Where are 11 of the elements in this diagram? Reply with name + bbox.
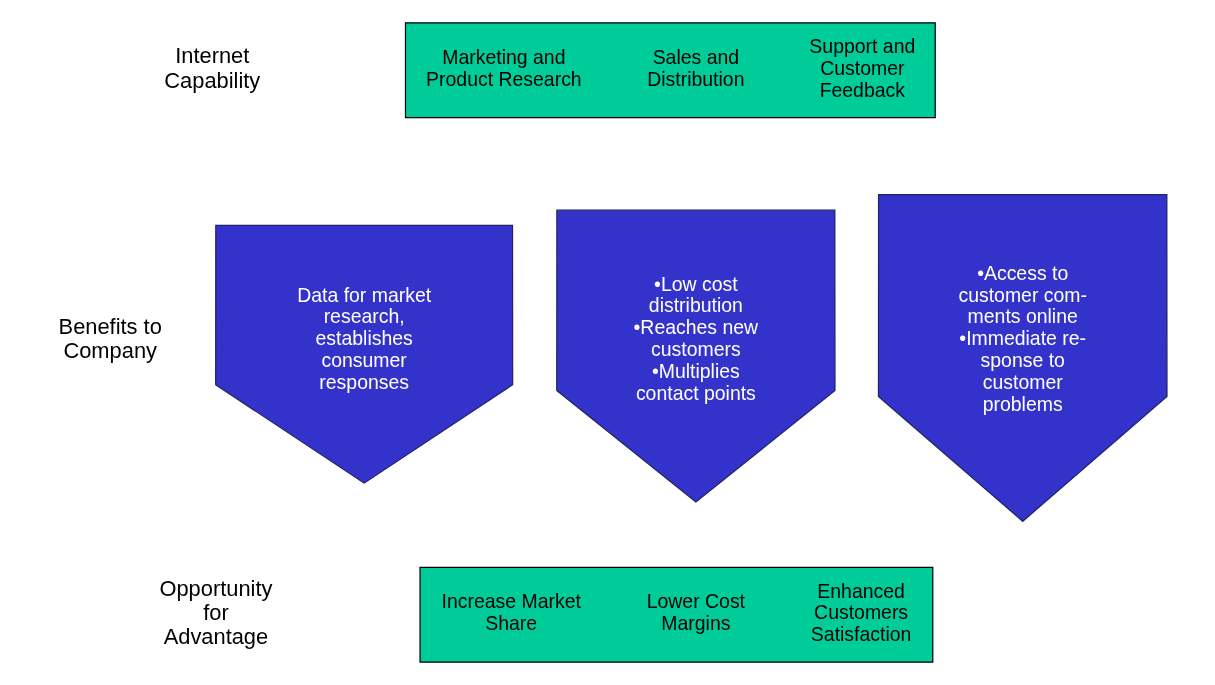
node-text: Lower Cost Margins xyxy=(646,590,745,635)
node-text: Sales and Distribution xyxy=(646,45,744,90)
cluster xyxy=(418,566,933,663)
node-text: Enhanced Customers Satisfaction xyxy=(810,579,911,646)
label: Opportunity for Advantage xyxy=(158,575,272,650)
label: Benefits to Company xyxy=(58,313,162,364)
label: Internet Capability xyxy=(163,43,260,93)
node-text: Marketing and Product Research xyxy=(425,45,582,90)
node-text: Increase Market Share xyxy=(441,590,581,635)
cluster xyxy=(404,22,936,119)
node-text: Support and Customer Feedback xyxy=(808,34,915,101)
